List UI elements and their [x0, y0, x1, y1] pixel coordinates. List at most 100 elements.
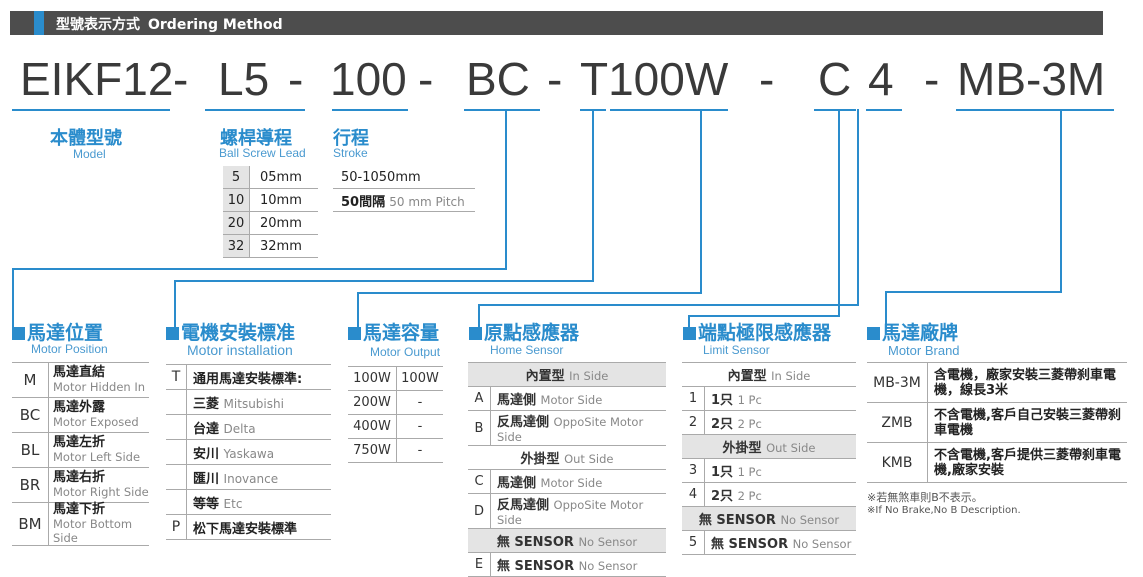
limit-cn-text: 1只 [711, 393, 734, 408]
install-cn-text: 安川 [193, 446, 220, 462]
connector [688, 315, 690, 329]
install-cn: 電機安裝標准 [181, 322, 296, 344]
output-value: - [396, 414, 443, 439]
output-code: 100W [348, 366, 397, 391]
home-en-text: No Sensor [578, 559, 638, 573]
code-limit: C [818, 53, 852, 105]
install-code: T [166, 364, 187, 390]
code-brand: MB-3M [957, 53, 1106, 105]
home-cn-text: 反馬達側 [497, 415, 550, 430]
stroke-pitch-en: 50 mm Pitch [389, 194, 465, 209]
brand-code: ZMB [867, 402, 928, 443]
home-inside-cn: 內置型 [525, 369, 565, 384]
limit-none-mid-cn: 無 SENSOR [698, 513, 776, 528]
table-row: 等等 Etc [166, 489, 331, 515]
home-cn-text: 無 SENSOR [497, 559, 575, 574]
install-cn-text: 松下馬達安裝標準 [193, 521, 298, 537]
install-en-text: Delta [223, 421, 256, 436]
limit-outside-cn: 外掛型 [722, 441, 762, 456]
table-row: 台達 Delta [166, 414, 331, 440]
output-value: - [396, 438, 443, 463]
home-cn-text: 馬達側 [497, 476, 537, 491]
title-cn: 型號表示方式 [56, 17, 140, 33]
output-value: - [396, 390, 443, 415]
install-code [166, 464, 187, 490]
brand-cn: 馬達廠牌 [882, 322, 959, 344]
limit-en-text: 2 Pc [737, 489, 762, 503]
underline-home [866, 109, 902, 111]
connector [700, 109, 702, 293]
install-cn-text: 等等 [193, 496, 220, 512]
home-en-text: Motor Side [540, 393, 603, 407]
code-stroke: 100 [330, 53, 407, 105]
home-outside-cn: 外掛型 [520, 452, 560, 467]
position-en-text: Motor Right Side [53, 485, 149, 499]
title-en: Ordering Method [148, 17, 283, 33]
stroke-label-en: Stroke [333, 146, 368, 160]
position-code: BM [12, 502, 49, 546]
table-row: 匯川 Inovance [166, 464, 331, 490]
install-cn-text: 匯川 [193, 471, 220, 487]
limit-outside-en: Out Side [766, 441, 816, 455]
install-label-cn: 電機安裝標准 [166, 318, 295, 345]
home-en-text: OppoSite Motor Side [497, 498, 644, 527]
home-code: B [468, 410, 491, 446]
lead-code: 5 [223, 166, 250, 189]
header-bar [10, 11, 1103, 35]
square-icon [469, 327, 482, 340]
connector [478, 304, 480, 328]
position-code: BC [12, 397, 49, 433]
table-row: 400W- [348, 414, 443, 439]
code-dash-3: - [418, 53, 434, 105]
stroke-range: 50-1050mm [333, 166, 475, 189]
connector [478, 304, 859, 306]
page-title: 型號表示方式 Ordering Method [56, 14, 283, 34]
output-value: 100W [396, 366, 443, 391]
connector [1060, 109, 1062, 292]
code-dash-5: - [759, 53, 775, 105]
code-lead: L5 [218, 53, 270, 105]
lead-label-cn: 螺桿導程 [220, 128, 292, 149]
connector [885, 291, 887, 329]
home-none-mid-en: No Sensor [578, 535, 638, 549]
position-cn-text: 馬達左折 [53, 435, 106, 450]
connector [505, 109, 507, 269]
output-code: 750W [348, 438, 397, 463]
limit-inside-cn: 內置型 [727, 369, 767, 384]
position-cn-text: 馬達右折 [53, 470, 106, 485]
brand-label-en: Motor Brand [888, 343, 960, 358]
home-code: E [468, 552, 491, 577]
limit-cn-text: 無 SENSOR [711, 537, 789, 552]
lead-code: 20 [223, 211, 250, 235]
limit-none-mid-en: No Sensor [780, 513, 840, 527]
output-label-en: Motor Output [370, 345, 441, 359]
home-inside-header: 內置型 In Side [468, 362, 666, 387]
home-cn-text: 反馬達側 [497, 498, 550, 513]
brand-note-cn: ※若無煞車則B不表示。 [867, 491, 983, 504]
limit-cn-text: 1只 [711, 465, 734, 480]
limit-inside-header: 內置型 In Side [682, 362, 856, 387]
limit-cn-text: 2只 [711, 489, 734, 504]
home-outside-header: 外掛型 Out Side [468, 445, 666, 470]
brand-label-cn: 馬達廠牌 [867, 318, 958, 345]
brand-code: KMB [867, 442, 928, 483]
limit-en-text: No Sensor [792, 537, 852, 551]
